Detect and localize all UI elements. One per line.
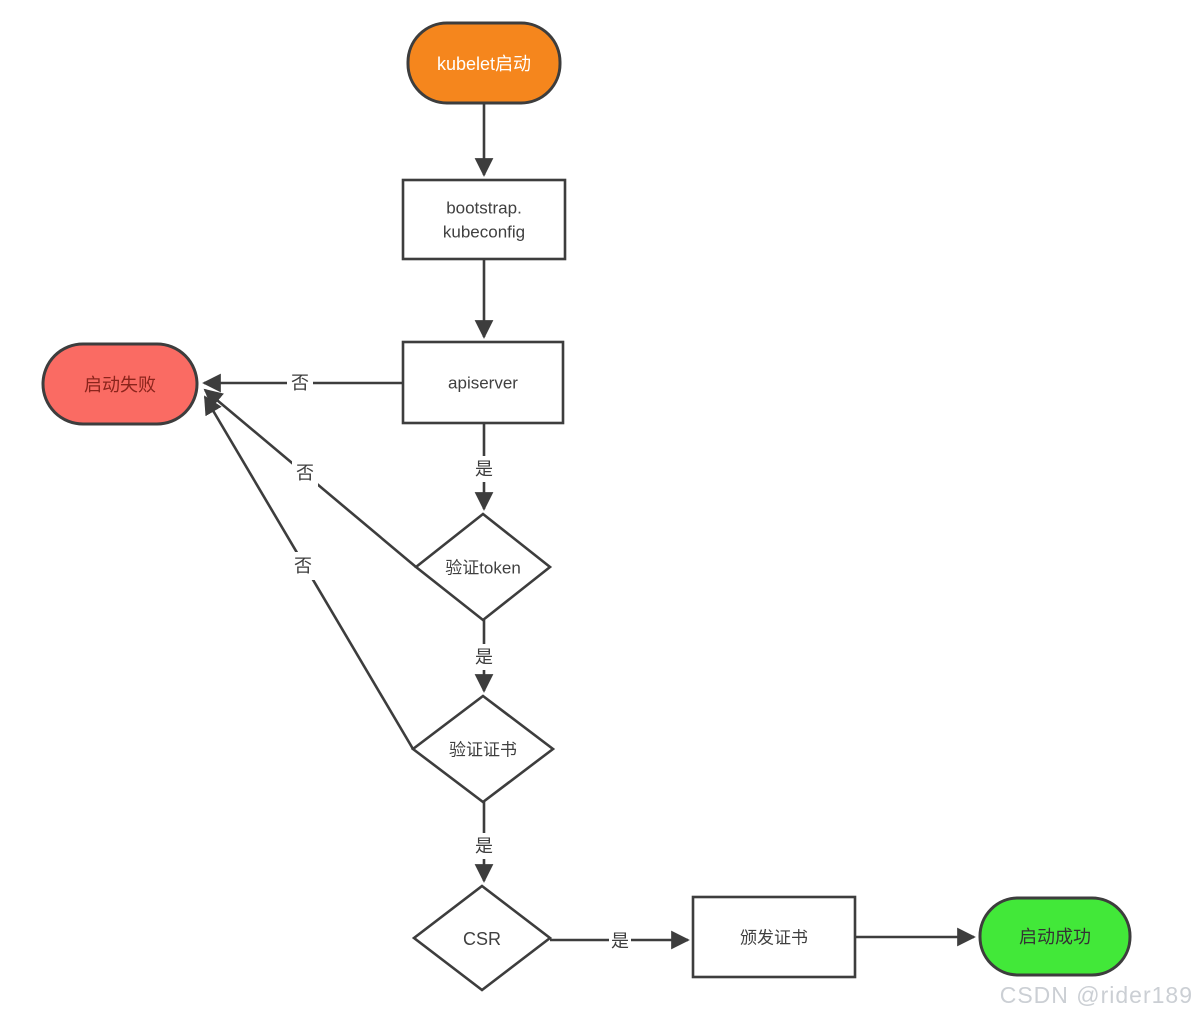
node-start-success-label: 启动成功: [1019, 927, 1091, 947]
node-apiserver: apiserver: [401, 340, 565, 425]
node-verify-cert-label: 验证证书: [449, 741, 517, 760]
node-apiserver-shape: [401, 340, 565, 425]
edge-label-no-cert: 否: [294, 556, 312, 576]
edge-label-yes-csr: 是: [611, 931, 629, 951]
node-apiserver-label: apiserver: [448, 374, 518, 393]
node-verify-cert-shape: [410, 694, 556, 804]
node-start-failed-label: 启动失败: [84, 375, 156, 395]
node-csr-shape: [411, 884, 553, 992]
node-start-failed-shape: [41, 342, 199, 426]
node-issue-cert: 颁发证书: [691, 895, 857, 979]
edge-label-yes-apiserver: 是: [475, 459, 493, 479]
edge-label-bg: [473, 644, 495, 670]
node-verify-token-label: 验证token: [445, 559, 521, 578]
edge-label-bg: [473, 833, 495, 859]
edge-label-bg: [292, 459, 318, 487]
node-bootstrap-kubeconfig-label-line2: kubeconfig: [443, 223, 525, 242]
node-start-success: 启动成功: [978, 896, 1132, 977]
node-start-success-shape: [978, 896, 1132, 977]
edges-group: [202, 103, 976, 950]
node-kubelet-start-shape: [406, 21, 562, 105]
node-verify-cert: 验证证书: [410, 694, 556, 804]
node-bootstrap-kubeconfig-shape: [401, 178, 567, 261]
node-issue-cert-label: 颁发证书: [740, 929, 808, 948]
watermark: CSDN @rider189: [1000, 982, 1193, 1008]
node-start-failed: 启动失败: [41, 342, 199, 426]
edge-label-no-token: 否: [296, 463, 314, 483]
node-csr: CSR: [411, 884, 553, 992]
node-csr-label: CSR: [463, 929, 501, 949]
edge-label-yes-token: 是: [475, 647, 493, 667]
node-kubelet-start: kubelet启动: [406, 21, 562, 105]
edge-label-yes-cert: 是: [475, 836, 493, 856]
edge-labels-group: 否 否 否 是 是 是 是: [287, 369, 631, 954]
edge-label-bg: [290, 552, 316, 580]
edge-label-bg: [287, 369, 313, 397]
node-verify-token-shape: [413, 512, 553, 622]
edge-label-bg: [609, 928, 631, 954]
node-bootstrap-kubeconfig: bootstrap. kubeconfig: [401, 178, 567, 261]
node-kubelet-start-label: kubelet启动: [437, 54, 531, 74]
edge-label-no-apiserver: 否: [291, 373, 309, 393]
node-bootstrap-kubeconfig-label-line1: bootstrap.: [446, 199, 522, 218]
node-verify-token: 验证token: [413, 512, 553, 622]
edge-label-bg: [473, 456, 495, 482]
node-issue-cert-shape: [691, 895, 857, 979]
